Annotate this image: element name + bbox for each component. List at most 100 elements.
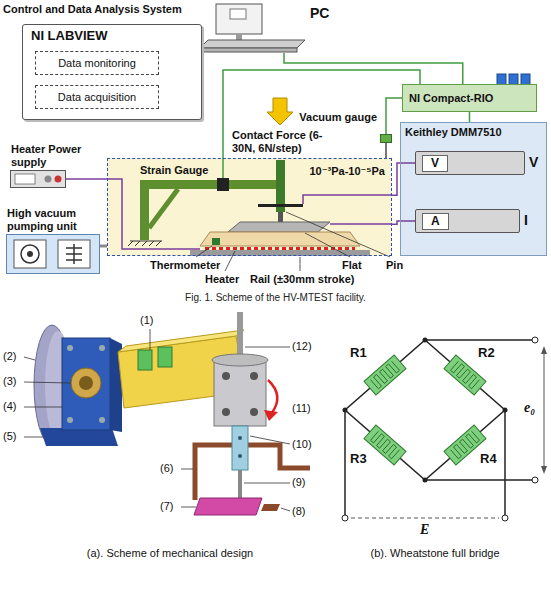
connector <box>284 53 463 84</box>
pump-unit: High vacuum pumping unit <box>6 234 100 274</box>
strain-gauge-symbol <box>444 425 486 465</box>
strain-gauge-symbol <box>444 355 486 395</box>
wire <box>303 195 392 204</box>
rotation-arrow <box>264 410 278 421</box>
supply-ground <box>10 170 66 188</box>
subfigure-caption: (b). Wheatstone full bridge <box>330 547 540 560</box>
terminal <box>532 337 538 343</box>
chamber-ground <box>107 158 392 256</box>
voltage-label: e₀ <box>524 400 535 415</box>
text-holder: I <box>524 212 528 228</box>
gauge-body <box>364 425 406 465</box>
leader-line <box>245 347 290 348</box>
text-holder: High vacuum pumping unit <box>7 207 107 233</box>
gauge-body <box>444 355 486 395</box>
text-holder: Rail (±30mm stroke) <box>250 273 354 286</box>
text-holder: (11) <box>292 402 311 415</box>
strain-gauge <box>158 347 172 367</box>
text-holder: (7) <box>160 500 173 513</box>
node-label: Data acquisition <box>58 91 136 104</box>
bracket <box>195 445 310 500</box>
vacuum-gauge: Vacuum gauge <box>380 134 392 143</box>
figure-heading: Control and Data Analysis System <box>3 3 182 16</box>
voltage-line <box>544 350 545 470</box>
pump-icon <box>21 245 39 263</box>
leader-line <box>24 437 43 438</box>
gauge-body <box>444 425 486 465</box>
text-holder: Flat <box>342 259 362 272</box>
pin-clamp <box>258 204 303 207</box>
screw <box>238 436 242 440</box>
thermometer <box>212 238 220 245</box>
node-label: NI Compact-RIO <box>409 92 493 105</box>
leader-line <box>181 507 196 508</box>
text-holder: Vacuum gauge <box>299 111 377 124</box>
force-arrow <box>267 98 293 125</box>
leader-line <box>181 469 193 470</box>
text-holder: Heater <box>205 273 239 286</box>
pin-holder <box>232 426 248 470</box>
callout-number: (9) <box>292 476 305 489</box>
connector <box>392 221 415 224</box>
text-holder: R4 <box>480 452 497 465</box>
bridge-wire <box>344 410 346 515</box>
screen-window <box>230 9 246 19</box>
part-label: Pin <box>386 259 403 272</box>
callout-number: (5) <box>3 430 16 443</box>
text-holder: PC <box>310 5 329 21</box>
voltmeter: VV <box>415 151 525 175</box>
node-label: Heater Power supply <box>11 143 111 169</box>
knob <box>55 176 62 183</box>
terminal <box>502 515 508 521</box>
leader-line <box>286 212 390 257</box>
housing <box>62 338 110 430</box>
text-holder: NI LABVIEW <box>31 29 108 42</box>
junction <box>423 338 428 343</box>
node-label: I <box>524 212 528 228</box>
text-holder: (6) <box>160 462 173 475</box>
callout-number: (1) <box>140 314 153 327</box>
daq-box: NI Compact-RIO <box>402 84 537 112</box>
monitor-icon <box>200 3 305 53</box>
text-holder: Data acquisition <box>58 91 136 104</box>
leader-line <box>225 251 235 271</box>
text-holder: V <box>529 154 538 170</box>
leader-line <box>281 508 290 511</box>
node-label: V <box>529 154 538 170</box>
part-label: Strain Gauge <box>140 164 208 177</box>
callout-number: (3) <box>3 375 16 388</box>
bolt <box>222 408 230 416</box>
resistor-label: R4 <box>480 452 497 465</box>
bearing <box>79 376 93 390</box>
wire <box>330 223 392 225</box>
pump-icon <box>27 251 33 257</box>
arm <box>118 330 244 352</box>
bearing <box>71 368 101 398</box>
strip <box>261 504 280 511</box>
text-holder: (1) <box>140 314 153 327</box>
bolt <box>99 345 105 351</box>
text-holder: 10⁻³Pa-10⁻⁵Pa <box>310 165 386 178</box>
leader-line <box>24 357 35 360</box>
signal-wire <box>223 70 420 180</box>
strain-gauge <box>138 350 152 370</box>
node-label: NI LABVIEW <box>31 29 108 42</box>
text-holder: Keithley DMM7510 <box>405 126 502 139</box>
bolt <box>250 372 258 380</box>
connector <box>100 245 107 248</box>
ammeter: IA <box>415 209 520 233</box>
text-holder: Heater Power supply <box>11 143 111 169</box>
voltage-line <box>351 518 499 519</box>
text-holder: Strain Gauge <box>140 164 208 177</box>
text-holder: R1 <box>350 346 367 359</box>
gauge-grid <box>371 361 400 388</box>
screw <box>238 454 242 458</box>
text-holder: (5) <box>3 430 16 443</box>
frame-brace <box>149 189 178 228</box>
callout-number: (11) <box>292 402 311 415</box>
text-holder: Contact Force (6-30N, 6N/step) <box>232 129 332 155</box>
text-holder: (9) <box>292 476 305 489</box>
text-holder: V <box>422 155 448 172</box>
junction <box>343 408 348 413</box>
knob <box>45 176 52 183</box>
